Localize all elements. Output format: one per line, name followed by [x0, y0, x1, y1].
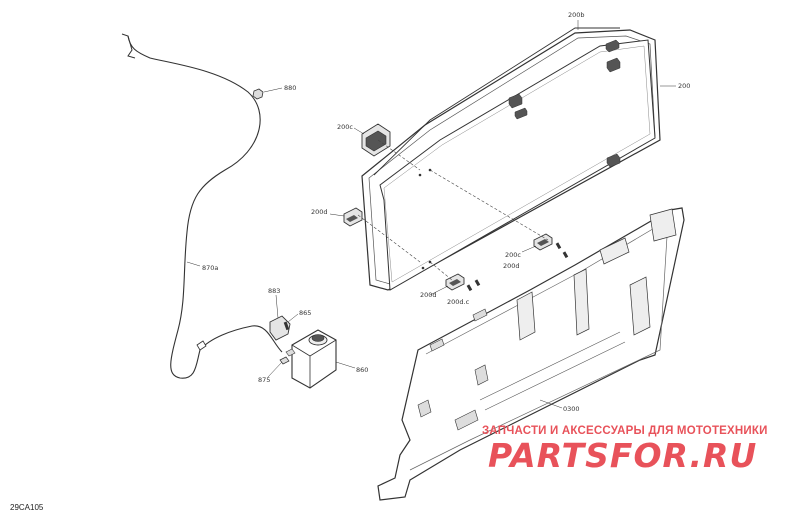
callout-875: 875 [258, 376, 270, 384]
callout-200c-top: 200c [337, 123, 353, 131]
leader-lines [186, 20, 676, 409]
washer-hose-end [121, 33, 136, 59]
callout-200: 200 [678, 82, 690, 90]
figure-code: 29CA105 [10, 503, 44, 512]
nut-880 [252, 88, 264, 100]
watermark-tagline: ЗАПЧАСТИ И АКСЕССУАРЫ ДЛЯ МОТОТЕХНИКИ [482, 425, 768, 437]
clip-200c-mid [533, 233, 553, 251]
clip-200c [361, 123, 391, 157]
bracket-883 [269, 315, 291, 341]
washer-hose [127, 35, 283, 379]
callout-200d-left: 200d [311, 208, 328, 216]
assembly-lines [357, 139, 549, 281]
watermark-logo: PARTSFOR.RU [487, 435, 758, 476]
washer-reservoir-860 [285, 329, 337, 389]
callout-200c-mid: 200c [505, 251, 521, 259]
screws [466, 242, 569, 292]
callout-880: 880 [284, 84, 296, 92]
callout-860: 860 [356, 366, 368, 374]
clip-200d-bottom [445, 273, 465, 291]
callout-883: 883 [268, 287, 280, 295]
callout-200d-bottom: 200d [420, 291, 437, 299]
callout-865: 865 [299, 309, 311, 317]
callout-0300: 0300 [563, 405, 580, 413]
seal-200b [373, 27, 620, 176]
fitting-875 [279, 356, 290, 365]
screw-865 [283, 321, 290, 331]
callout-870a: 870a [202, 264, 218, 272]
back-panel-0300 [377, 207, 685, 501]
callout-200dc: 200d.c [447, 298, 470, 306]
callout-200b: 200b [568, 11, 585, 19]
windshield-panel-200 [361, 29, 661, 291]
clip-200d [343, 207, 363, 227]
hose-clip [196, 340, 207, 351]
callout-200d-mid: 200d [503, 262, 520, 270]
